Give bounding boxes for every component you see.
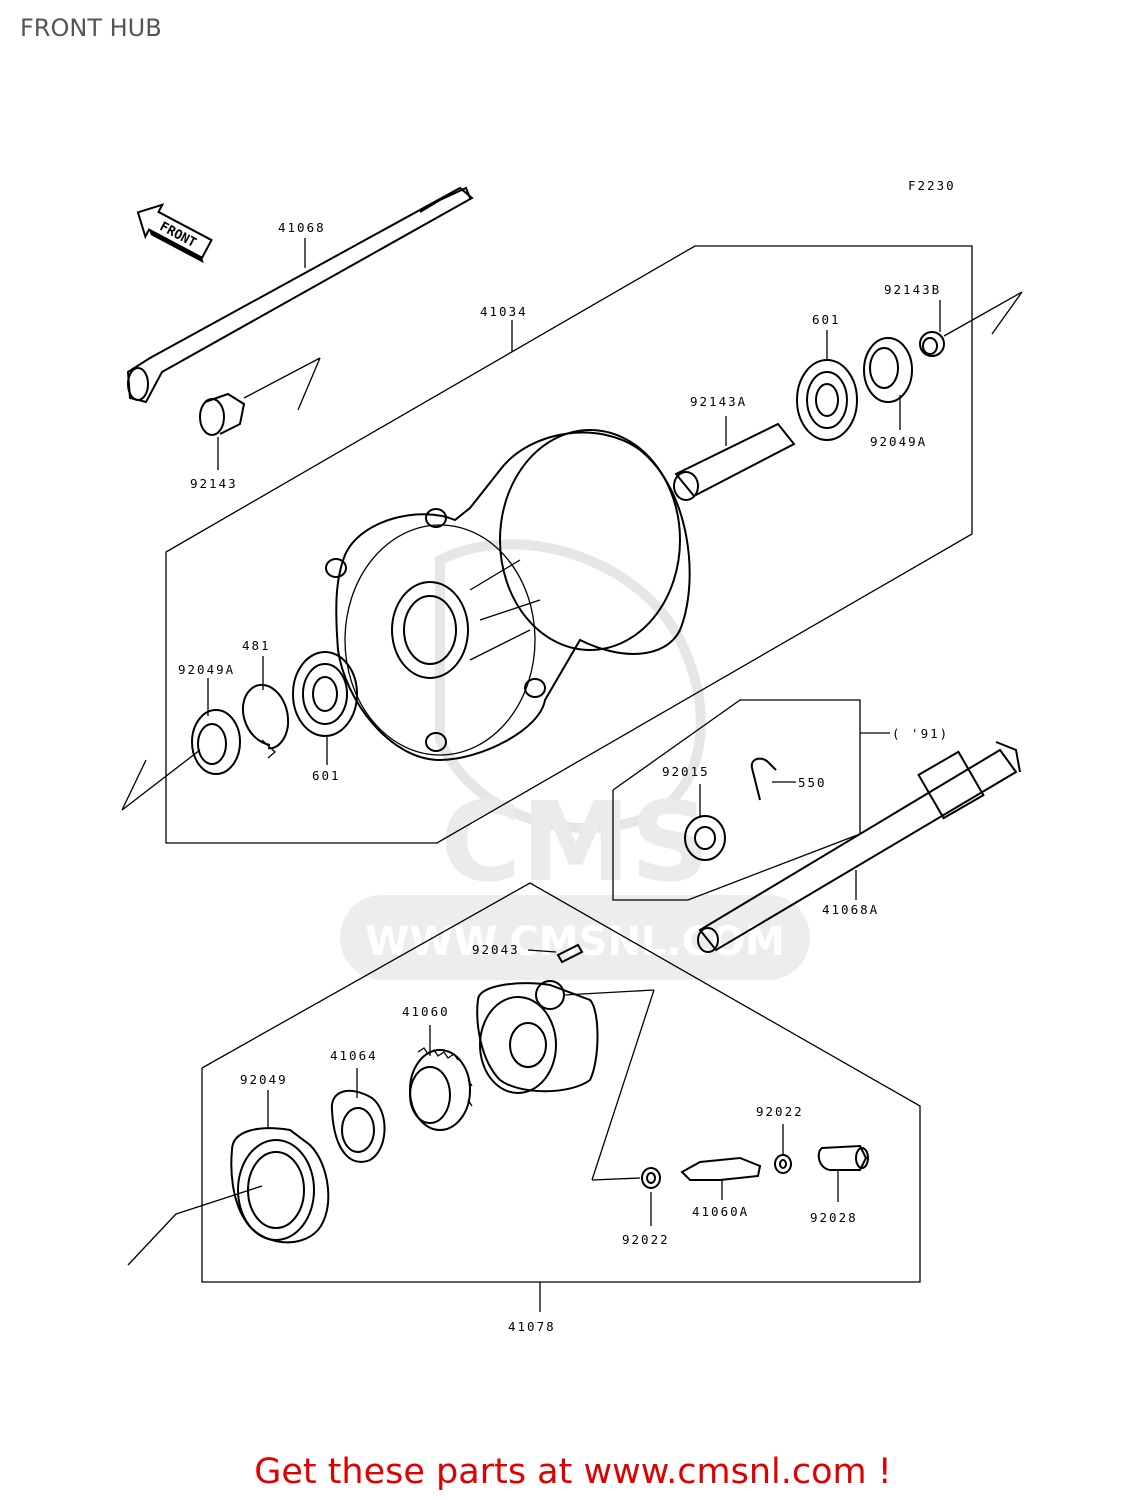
bearing-601-left — [292, 651, 358, 765]
seal-92049A-top — [863, 337, 913, 430]
label-41068A: 41068A — [822, 902, 879, 917]
hub-body — [325, 429, 691, 762]
watermark: CMS WWW.CMSNL.COM — [340, 539, 810, 980]
label-92028: 92028 — [810, 1210, 858, 1225]
gear-housing-41060 — [476, 980, 655, 1181]
front-arrow-icon: FRONT — [136, 203, 213, 264]
label-92015: 92015 — [662, 764, 710, 779]
label-601-left: 601 — [312, 768, 341, 783]
washer-92022-right — [774, 1124, 792, 1174]
spacer-92143 — [199, 357, 321, 470]
label-92022-left: 92022 — [622, 1232, 670, 1247]
bearing-601-top — [796, 330, 858, 441]
spacer-92143B — [919, 291, 1023, 357]
gear-41060 — [409, 1025, 473, 1131]
label-92143B: 92143B — [884, 282, 941, 297]
seal-92049A-left — [121, 678, 241, 811]
pin-92043 — [527, 943, 584, 964]
hub-assembly-outline — [165, 245, 973, 844]
label-41034: 41034 — [480, 304, 528, 319]
label-92049A-left: 92049A — [178, 662, 235, 677]
label-41068: 41068 — [278, 220, 326, 235]
meter-gear-assembly-outline — [201, 882, 921, 1283]
seal-92049 — [127, 1090, 330, 1266]
label-92049: 92049 — [240, 1072, 288, 1087]
nut-92015 — [684, 784, 726, 861]
label-41078: 41078 — [508, 1319, 556, 1334]
label-92022-right: 92022 — [756, 1104, 804, 1119]
label-92143: 92143 — [190, 476, 238, 491]
label-91: ( '91) — [892, 726, 949, 741]
label-550: 550 — [798, 775, 827, 790]
label-41060: 41060 — [402, 1004, 450, 1019]
label-92143A: 92143A — [690, 394, 747, 409]
bushing-92028 — [817, 1144, 869, 1202]
label-92043: 92043 — [472, 942, 520, 957]
drive-41060A — [680, 1156, 762, 1200]
washer-92022-left — [641, 1167, 661, 1226]
label-601-top: 601 — [812, 312, 841, 327]
cotter-pin-550 — [750, 757, 796, 801]
label-41064: 41064 — [330, 1048, 378, 1063]
label-481: 481 — [242, 638, 271, 653]
axle-41068 — [126, 186, 474, 404]
page-title: FRONT HUB — [20, 14, 162, 42]
snapring-481 — [241, 656, 290, 759]
label-92049A-top: 92049A — [870, 434, 927, 449]
footer-link[interactable]: Get these parts at www.cmsnl.com ! — [254, 1452, 892, 1492]
label-41060A: 41060A — [692, 1204, 749, 1219]
figure-code: F2230 — [908, 178, 956, 193]
axle-41068A — [697, 741, 1021, 953]
watermark-logo: CMS — [440, 778, 709, 906]
spacer-92143A — [673, 416, 796, 501]
watermark-url: WWW.CMSNL.COM — [365, 919, 785, 965]
washer-41064 — [330, 1068, 386, 1163]
